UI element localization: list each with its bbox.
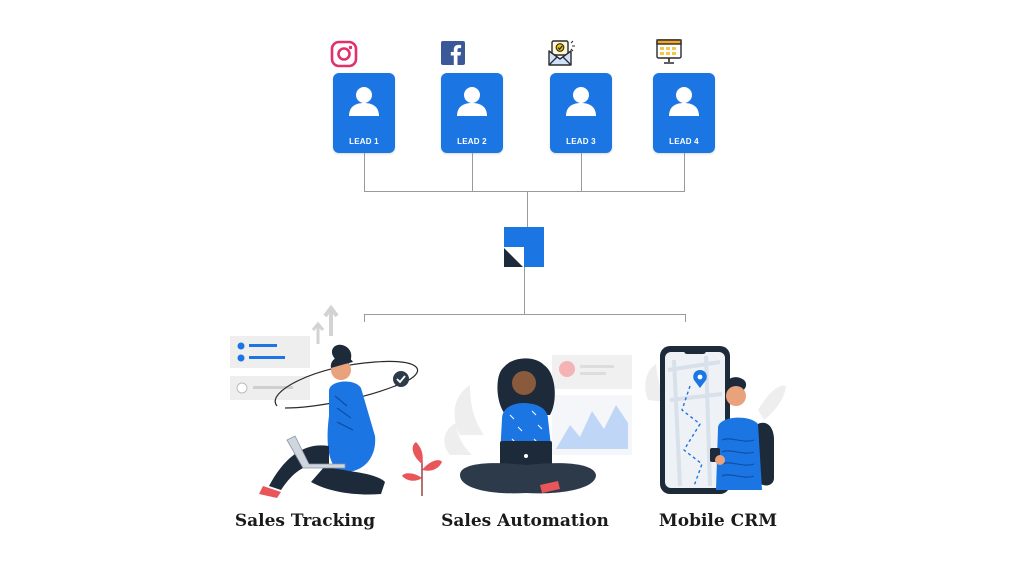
connector-line [581,153,582,191]
lead-label: LEAD 4 [669,137,699,146]
connector-line [472,153,473,191]
lead-card-2: LEAD 2 [441,73,503,153]
feature-label-sales-tracking: Sales Tracking [234,511,376,531]
person-icon [457,87,487,116]
feature-label-mobile-crm: Mobile CRM [658,511,778,531]
sales-automation-illustration [444,355,632,494]
lead-label: LEAD 3 [566,137,596,146]
connector-bus-bottom [364,314,685,315]
lead-label: LEAD 2 [457,137,487,146]
web-form-icon [655,38,683,66]
lead-card-1: LEAD 1 [333,73,395,153]
person-icon [349,87,379,116]
connector-line [364,314,365,322]
person-icon [669,87,699,116]
feature-label-sales-automation: Sales Automation [441,511,609,531]
connector-line [364,153,365,191]
facebook-icon [440,40,468,68]
lead-card-3: LEAD 3 [550,73,612,153]
mobile-crm-illustration [645,346,786,494]
connector-line [684,153,685,191]
plant-illustration [402,442,442,496]
connector-line [685,314,686,322]
email-icon [546,38,575,66]
connector-line [527,191,528,227]
instagram-icon [330,40,358,68]
crm-logo-icon [504,227,544,267]
person-icon [566,87,596,116]
lead-label: LEAD 1 [349,137,379,146]
connector-line [524,267,525,315]
sales-tracking-illustration [230,304,419,498]
connector-bus-top [364,191,685,192]
lead-card-4: LEAD 4 [653,73,715,153]
